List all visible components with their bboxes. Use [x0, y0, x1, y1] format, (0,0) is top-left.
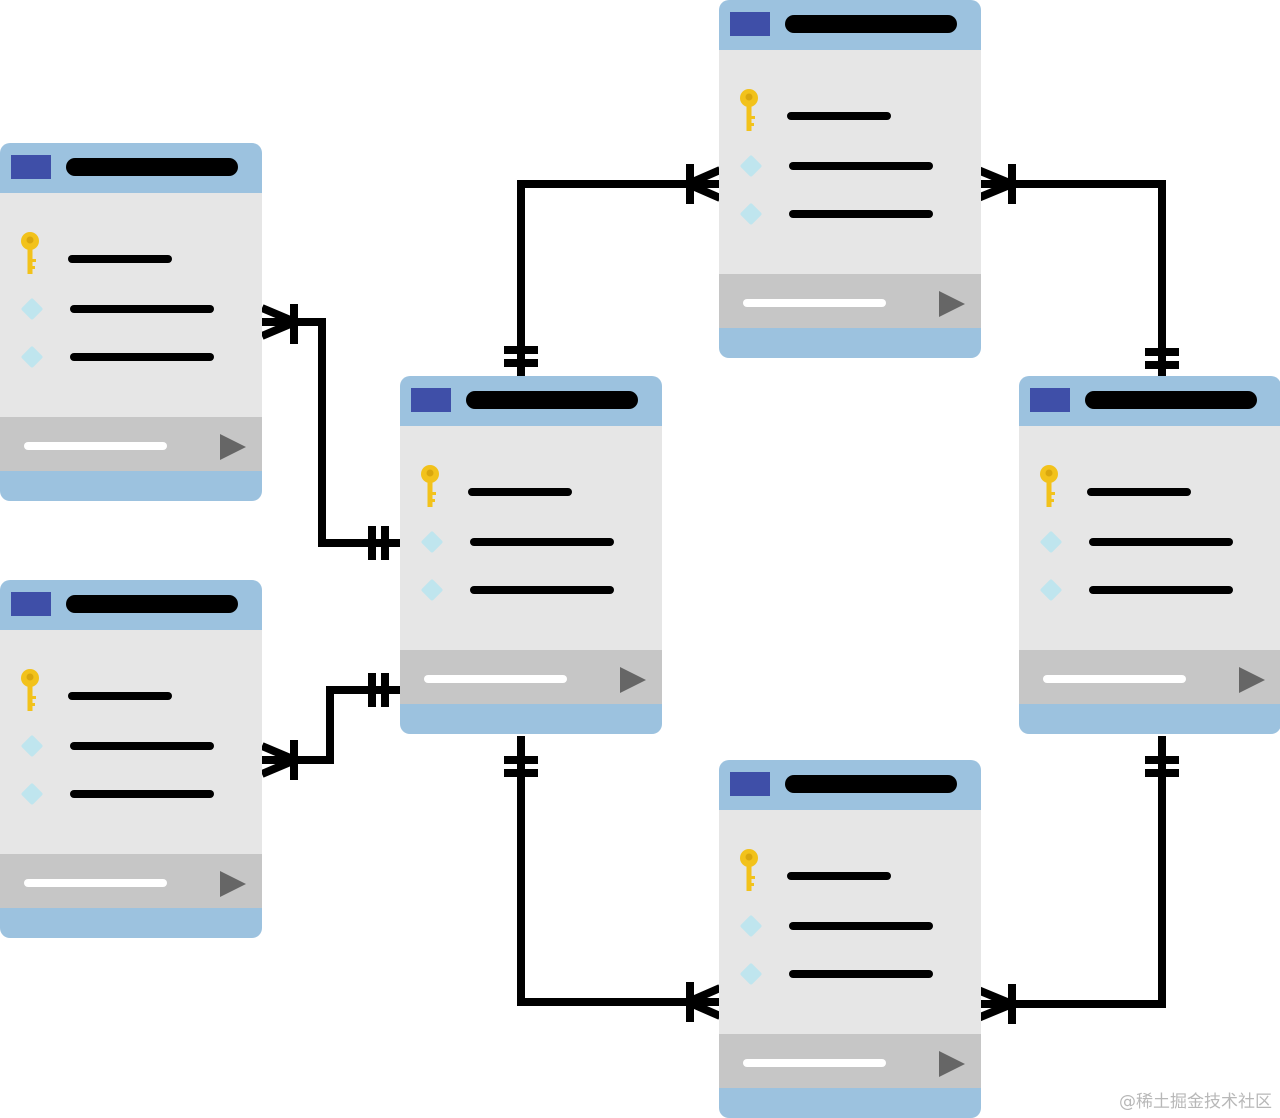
- play-icon[interactable]: [939, 291, 965, 317]
- diamond-icon: [421, 531, 443, 553]
- field-line-placeholder: [789, 162, 933, 170]
- footer-input-placeholder: [24, 879, 167, 887]
- play-icon[interactable]: [620, 667, 646, 693]
- title-bar-placeholder: [1085, 391, 1257, 409]
- key-icon: [740, 89, 758, 131]
- crowfoot-marker: [260, 740, 306, 780]
- footer-input-placeholder: [424, 675, 567, 683]
- field-line-placeholder: [470, 538, 614, 546]
- diamond-icon: [740, 963, 762, 985]
- table-top: [719, 0, 981, 358]
- field-line-placeholder: [70, 790, 214, 798]
- play-icon[interactable]: [220, 871, 246, 897]
- diamond-icon: [21, 735, 43, 757]
- table-bottom-left: [0, 580, 262, 938]
- header-square-icon: [730, 772, 770, 796]
- play-icon[interactable]: [939, 1051, 965, 1077]
- key-icon: [1040, 465, 1058, 507]
- field-line-placeholder: [1087, 488, 1191, 496]
- play-icon[interactable]: [220, 434, 246, 460]
- title-bar-placeholder: [466, 391, 638, 409]
- field-line-placeholder: [68, 692, 172, 700]
- table-bottom: [719, 760, 981, 1118]
- key-icon: [421, 465, 439, 507]
- field-line-placeholder: [70, 305, 214, 313]
- diamond-icon: [740, 155, 762, 177]
- field-line-placeholder: [1089, 538, 1233, 546]
- table-top-left: [0, 143, 262, 501]
- field-line-placeholder: [789, 922, 933, 930]
- field-line-placeholder: [789, 210, 933, 218]
- one-marker: [504, 346, 538, 367]
- one-marker: [368, 673, 389, 707]
- header-square-icon: [730, 12, 770, 36]
- key-icon: [740, 849, 758, 891]
- link-center-bottom: [517, 736, 720, 1006]
- watermark: @稀土掘金技术社区: [1119, 1092, 1272, 1112]
- header-square-icon: [1030, 388, 1070, 412]
- one-marker: [504, 756, 538, 777]
- diamond-icon: [1040, 579, 1062, 601]
- title-bar-placeholder: [66, 595, 238, 613]
- field-line-placeholder: [789, 970, 933, 978]
- diamond-icon: [740, 915, 762, 937]
- header-square-icon: [11, 592, 51, 616]
- title-bar-placeholder: [66, 158, 238, 176]
- table-center: [400, 376, 662, 734]
- link-right-bottom: [978, 736, 1166, 1008]
- field-line-placeholder: [70, 353, 214, 361]
- header-square-icon: [11, 155, 51, 179]
- diamond-icon: [1040, 531, 1062, 553]
- footer-input-placeholder: [1043, 675, 1186, 683]
- field-line-placeholder: [1089, 586, 1233, 594]
- link-center-topleft: [262, 318, 400, 547]
- link-center-top: [517, 180, 720, 376]
- footer-input-placeholder: [24, 442, 167, 450]
- crowfoot-marker: [976, 164, 1023, 204]
- one-marker: [1145, 348, 1179, 369]
- field-line-placeholder: [68, 255, 172, 263]
- one-marker: [1145, 756, 1179, 777]
- link-center-bottomleft: [262, 686, 400, 764]
- diamond-icon: [21, 783, 43, 805]
- footer-input-placeholder: [743, 299, 886, 307]
- key-icon: [21, 669, 39, 711]
- table-right: [1019, 376, 1280, 734]
- field-line-placeholder: [787, 872, 891, 880]
- field-line-placeholder: [787, 112, 891, 120]
- crowfoot-marker: [260, 304, 306, 344]
- key-icon: [21, 232, 39, 274]
- field-line-placeholder: [470, 586, 614, 594]
- diamond-icon: [21, 298, 43, 320]
- play-icon[interactable]: [1239, 667, 1265, 693]
- one-marker: [368, 526, 389, 560]
- diamond-icon: [421, 579, 443, 601]
- title-bar-placeholder: [785, 15, 957, 33]
- title-bar-placeholder: [785, 775, 957, 793]
- footer-input-placeholder: [743, 1059, 886, 1067]
- diamond-icon: [740, 203, 762, 225]
- field-line-placeholder: [468, 488, 572, 496]
- crowfoot-marker: [678, 164, 722, 204]
- header-square-icon: [411, 388, 451, 412]
- link-right-top: [978, 180, 1166, 376]
- diamond-icon: [21, 346, 43, 368]
- crowfoot-marker: [976, 984, 1023, 1024]
- crowfoot-marker: [678, 982, 722, 1022]
- field-line-placeholder: [70, 742, 214, 750]
